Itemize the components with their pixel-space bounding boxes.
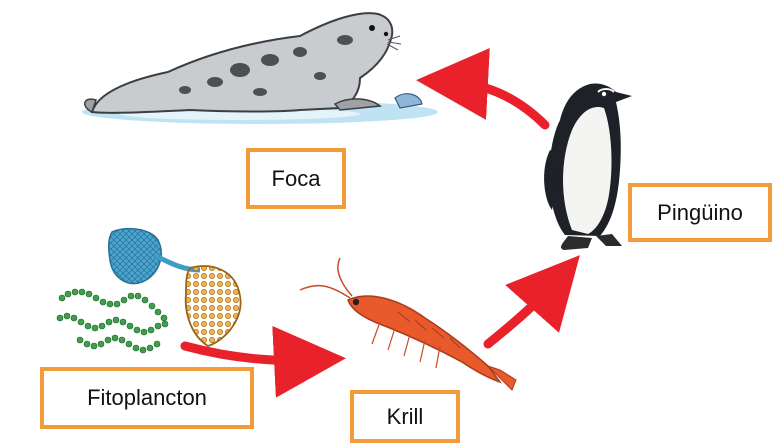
label-seal: Foca <box>246 148 346 209</box>
arrow-krill-to-penguin <box>488 282 556 344</box>
label-penguin: Pingüino <box>628 183 772 242</box>
phytoplankton-icon <box>57 229 241 353</box>
penguin-icon <box>544 83 632 250</box>
label-krill: Krill <box>350 390 460 443</box>
arrow-phytoplankton-to-krill <box>185 346 310 360</box>
label-penguin-text: Pingüino <box>657 200 743 226</box>
label-phytoplankton-text: Fitoplancton <box>87 385 207 411</box>
label-phytoplankton: Fitoplancton <box>40 367 254 429</box>
krill-icon <box>300 258 516 390</box>
label-seal-text: Foca <box>272 166 321 192</box>
seal-icon <box>85 13 422 113</box>
arrow-penguin-to-seal <box>452 82 545 125</box>
label-krill-text: Krill <box>387 404 424 430</box>
